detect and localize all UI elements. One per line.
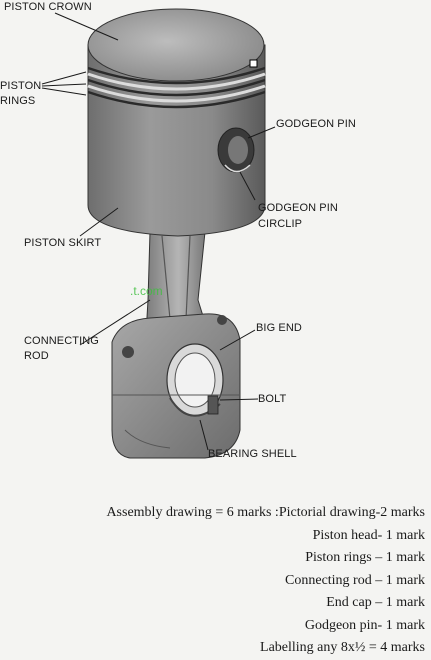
marking-line: End cap – 1 mark	[326, 595, 425, 610]
label-gudgeon-circlip-2: CIRCLIP	[258, 218, 303, 230]
marking-line: Piston rings – 1 mark	[305, 550, 425, 565]
label-gudgeon-circlip-1: GODGEON PIN	[258, 202, 338, 214]
label-piston-crown: PISTON CROWN	[4, 1, 92, 13]
marking-line: Piston head- 1 mark	[312, 527, 425, 543]
big-end	[111, 313, 241, 459]
label-piston-skirt: PISTON SKIRT	[24, 237, 102, 249]
crown-marker	[249, 59, 258, 68]
label-piston-rings-1: PISTON	[0, 80, 42, 92]
label-piston-rings-2: RINGS	[0, 95, 36, 107]
label-bolt: BOLT	[258, 393, 287, 405]
rod-bolt-hole-left	[122, 346, 134, 358]
gudgeon-circlip	[224, 164, 251, 173]
marking-scheme: Assembly drawing = 6 marks :Pictorial dr…	[106, 502, 425, 660]
label-bearing-shell: BEARING SHELL	[208, 448, 297, 460]
marking-line: Connecting rod – 1 mark	[285, 572, 425, 588]
piston-crown	[87, 8, 265, 82]
marking-line: Godgeon pin- 1 mark	[304, 617, 425, 633]
rod-bolt-hole-right	[217, 315, 227, 325]
label-connecting-rod-1: CONNECTING	[24, 335, 99, 347]
label-gudgeon-pin: GODGEON PIN	[276, 118, 356, 130]
piston	[87, 8, 266, 237]
marking-line: Labelling any 8x½ = 4 marks	[260, 640, 425, 655]
marking-line: Assembly drawing = 6 marks :Pictorial dr…	[106, 505, 425, 520]
bolt	[207, 395, 219, 415]
watermark: .t.com	[130, 284, 163, 298]
label-connecting-rod-2: ROD	[24, 350, 49, 362]
leader-lines	[41, 12, 276, 451]
piston-rings	[87, 66, 266, 109]
label-big-end: BIG END	[256, 322, 302, 334]
